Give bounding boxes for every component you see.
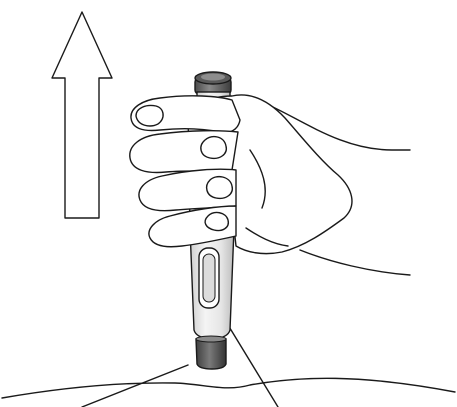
fingernail-middle	[201, 137, 226, 159]
pen-needle-cover	[196, 336, 226, 369]
skin-surface	[2, 378, 455, 398]
fingernail-little	[205, 213, 228, 231]
pointer-lines	[82, 302, 278, 407]
fingernail-ring	[207, 177, 233, 199]
fingernail-index	[136, 105, 163, 125]
pen-barrel	[190, 228, 234, 339]
up-arrow-icon	[52, 12, 112, 218]
hand	[130, 95, 410, 275]
pen-push-button	[195, 72, 231, 94]
